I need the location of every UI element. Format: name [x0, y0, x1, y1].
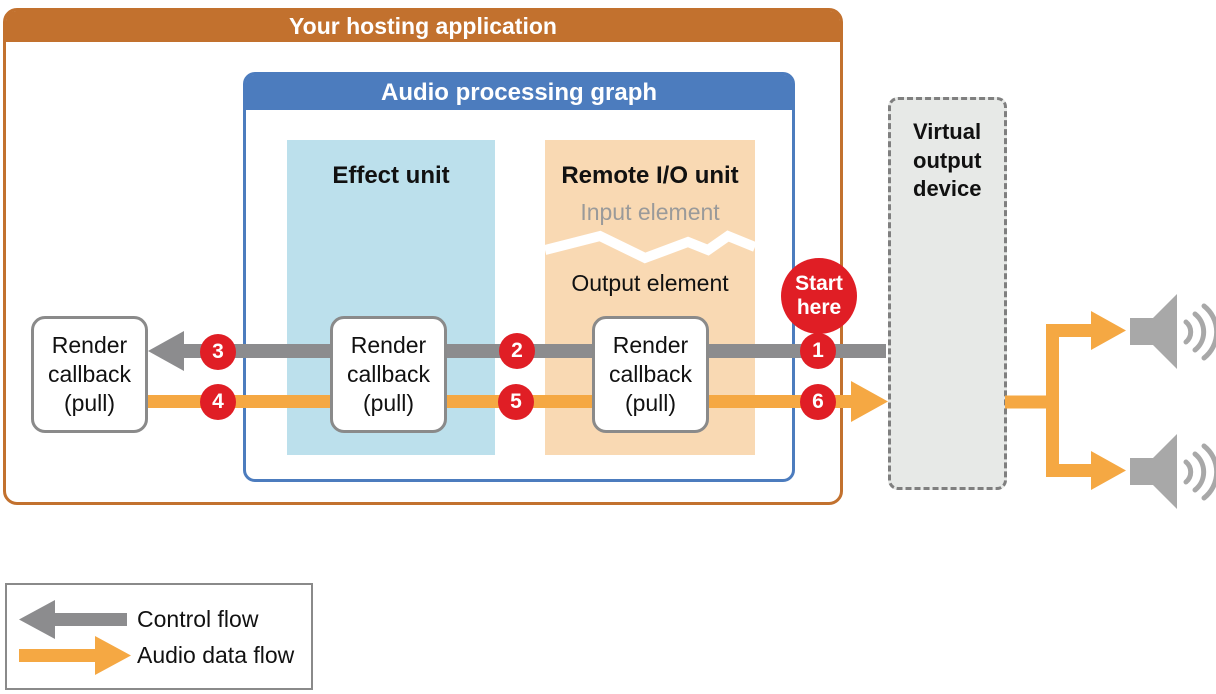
step-badge-6: 6 — [800, 384, 836, 420]
render-callback-line3: (pull) — [362, 389, 415, 416]
step-badge-5: 5 — [498, 384, 534, 420]
step-badge-1: 1 — [800, 333, 836, 369]
virtual-output-device-label: Virtual output device — [891, 100, 1004, 204]
render-callback-line1: Render — [51, 332, 128, 359]
render-callback-line2: callback — [346, 361, 431, 388]
start-here-line1: Start — [795, 272, 843, 296]
speaker-icon — [1130, 434, 1216, 509]
render-callback-line2: callback — [608, 361, 693, 388]
input-element-label: Input element — [580, 199, 720, 225]
hosting-application-title: Your hosting application — [6, 11, 840, 42]
render-callback-line1: Render — [612, 332, 689, 359]
audio-output-branch-arrows — [1005, 311, 1126, 490]
start-here-line2: here — [796, 296, 842, 319]
render-callback-line2: callback — [47, 361, 132, 388]
render-callback-box-effect-unit: Render callback (pull) — [330, 316, 447, 433]
audio-data-flow-legend-arrow — [19, 636, 131, 675]
legend-arrows — [19, 600, 131, 675]
audio-data-flow-label: Audio data flow — [137, 642, 295, 668]
control-flow-label: Control flow — [137, 606, 259, 632]
control-flow-legend-arrow — [19, 600, 127, 639]
render-callback-line1: Render — [350, 332, 427, 359]
step-badge-3: 3 — [200, 334, 236, 370]
legend-box: Control flow Audio data flow — [5, 583, 313, 690]
audio-processing-graph-title: Audio processing graph — [246, 75, 792, 110]
virtual-output-line3: device — [913, 176, 982, 202]
step-badge-2: 2 — [499, 333, 535, 369]
remote-io-unit-title: Remote I/O unit — [561, 162, 739, 189]
render-callback-box-app: Render callback (pull) — [31, 316, 148, 433]
start-here-badge: Start here — [781, 258, 857, 334]
effect-unit-title: Effect unit — [332, 162, 450, 189]
virtual-output-device-box: Virtual output device — [888, 97, 1007, 490]
speaker-icon — [1130, 294, 1216, 369]
virtual-output-line1: Virtual — [913, 119, 982, 144]
output-element-label: Output element — [571, 270, 729, 296]
render-callback-line3: (pull) — [63, 389, 116, 416]
step-badge-4: 4 — [200, 384, 236, 420]
render-callback-box-remote-io: Render callback (pull) — [592, 316, 709, 433]
virtual-output-line2: output — [913, 147, 982, 173]
render-callback-line3: (pull) — [624, 389, 677, 416]
